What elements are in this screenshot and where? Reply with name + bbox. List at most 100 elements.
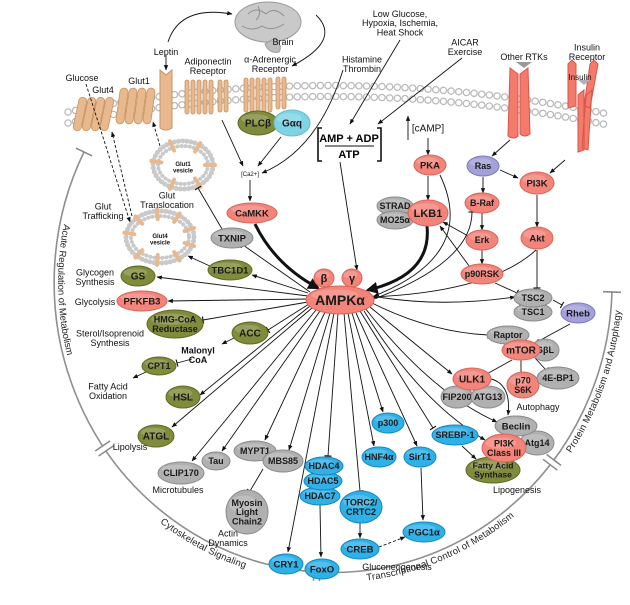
inhibition-edge	[552, 299, 565, 309]
arc-break-mark	[94, 440, 114, 457]
node-sirt1-shape	[403, 446, 437, 468]
node-tbc1d1-label: TBC1D1	[212, 265, 250, 276]
node-srebp1: SREBP-1	[431, 424, 479, 446]
node-p90-label: p90RSK	[465, 269, 500, 279]
node-txnip: TXNIP	[210, 227, 254, 249]
node-ras: Ras	[466, 155, 500, 177]
node-rheb-label-line: Rheb	[566, 308, 590, 319]
inhibition-edge	[240, 241, 311, 293]
label-alpha-line: Receptor	[252, 64, 289, 74]
arc-label-transcription: Transcriptional Control of Metabolism	[366, 510, 516, 583]
node-clip170: CLIP170	[157, 461, 205, 485]
label-camp: [cAMP]	[412, 124, 444, 135]
node-tau-shape	[201, 451, 231, 471]
leptin-receptor	[159, 68, 173, 131]
node-foxo-shape	[304, 558, 340, 580]
node-raptor-label: Raptor	[494, 330, 523, 340]
node-ampk: AMPKα	[305, 285, 375, 315]
node-acc-label: ACC	[239, 329, 261, 340]
node-hnf4a-label-line: HNF4α	[364, 452, 394, 462]
adrenergic-receptor-helices-b	[275, 76, 287, 110]
activation-edge	[221, 337, 235, 345]
node-lkb1: LKB1	[407, 199, 449, 227]
node-p300-label-line: p300	[378, 418, 399, 428]
label-glut1-line: Glut1	[128, 76, 150, 86]
node-gs: GS	[120, 265, 156, 287]
node-atgl-label-line: ATGL	[143, 432, 169, 443]
node-mo25-label-line: MO25α	[380, 215, 411, 225]
node-camkk-label-line: CaMKK	[235, 208, 269, 219]
insulin-ligand-icon	[578, 80, 590, 85]
label-sterol-line: Sterol/Isoprenoid	[76, 329, 144, 339]
node-atgl-label: ATGL	[143, 432, 169, 443]
label-lowglucose-line: Low Glucose,	[373, 9, 428, 19]
node-mlc2-label-line: Light	[236, 507, 258, 517]
adrenergic-receptor-helices	[243, 77, 273, 113]
label-glut4-line: Glut4	[92, 85, 114, 95]
activation-edge	[364, 307, 498, 423]
node-cry1-label: CRY1	[274, 559, 300, 570]
node-pfkfb3: PFKFB3	[116, 290, 168, 312]
arc-end-bar	[602, 290, 622, 294]
node-p70-label-line: S6K	[514, 385, 532, 395]
node-hnf4a-label: HNF4α	[364, 452, 394, 462]
node-pgc1a: PGC1α	[402, 521, 446, 543]
glut4-transporter	[72, 96, 115, 132]
label-microtubules: Microtubules	[152, 485, 204, 495]
node-ampk-label-line: AMPKα	[315, 292, 365, 308]
node-hdac5-label-line: HDAC5	[307, 476, 338, 486]
node-beta: β	[313, 268, 335, 288]
node-clip170-label-line: CLIP170	[163, 468, 199, 478]
node-tsc1: TSC1	[513, 302, 553, 322]
node-creb-label: CREB	[347, 544, 374, 555]
label-malonyl-line: CoA	[189, 355, 208, 365]
label-fao-line: Fatty Acid	[88, 382, 128, 392]
activation-edge	[191, 309, 317, 462]
label-aicar-line: AICAR	[451, 38, 479, 48]
arc-break-mark	[542, 453, 562, 471]
node-atg14-label-line: Atg14	[524, 438, 549, 448]
activation-edge	[221, 119, 244, 167]
node-tbc1d1-shape	[207, 259, 253, 281]
node-creb-label-line: CREB	[347, 544, 374, 555]
node-rheb-shape	[560, 302, 596, 324]
glut-vesicles	[122, 138, 217, 267]
node-atg13-label: ATG13	[474, 392, 502, 402]
ratio-denominator: ATP	[338, 149, 359, 161]
label-histamine-line: Histamine	[342, 55, 382, 65]
node-hdac5-label: HDAC5	[307, 476, 338, 486]
node-pi3k-label: PI3K	[526, 178, 547, 189]
node-gamma-label: γ	[349, 273, 356, 285]
node-p90: p90RSK	[460, 263, 504, 285]
activation-edge	[318, 504, 324, 558]
label-insulin-line: Insulin	[568, 73, 591, 82]
node-p90-label-line: p90RSK	[465, 269, 500, 279]
activation-edge	[491, 139, 511, 157]
node-creb: CREB	[340, 538, 380, 560]
activation-edge	[373, 174, 451, 297]
activation-edge	[167, 298, 309, 304]
node-cry1: CRY1	[268, 553, 304, 575]
node-lkb1-shape	[407, 199, 449, 227]
node-hmgcoa-shape	[146, 309, 204, 339]
brain-icon	[234, 1, 302, 53]
node-camkk: CaMKK	[226, 202, 278, 224]
label-brain: Brain	[272, 37, 293, 47]
node-lkb1-label: LKB1	[414, 208, 443, 220]
node-hsl-label-line: HSL	[173, 393, 193, 404]
node-tsc2-shape	[513, 288, 553, 308]
node-hdac4-shape	[304, 456, 344, 476]
activation-edge	[288, 312, 331, 451]
node-gaq-label: Gαq	[282, 119, 302, 130]
label-glut1: Glut1	[128, 76, 150, 86]
activation-edge	[549, 159, 566, 174]
node-atg13: ATG13	[470, 385, 506, 409]
activation-edge	[199, 305, 311, 396]
node-gs-label-line: GS	[131, 272, 146, 283]
node-ulk1-shape	[452, 367, 492, 391]
node-beta-label-line: β	[321, 273, 328, 285]
